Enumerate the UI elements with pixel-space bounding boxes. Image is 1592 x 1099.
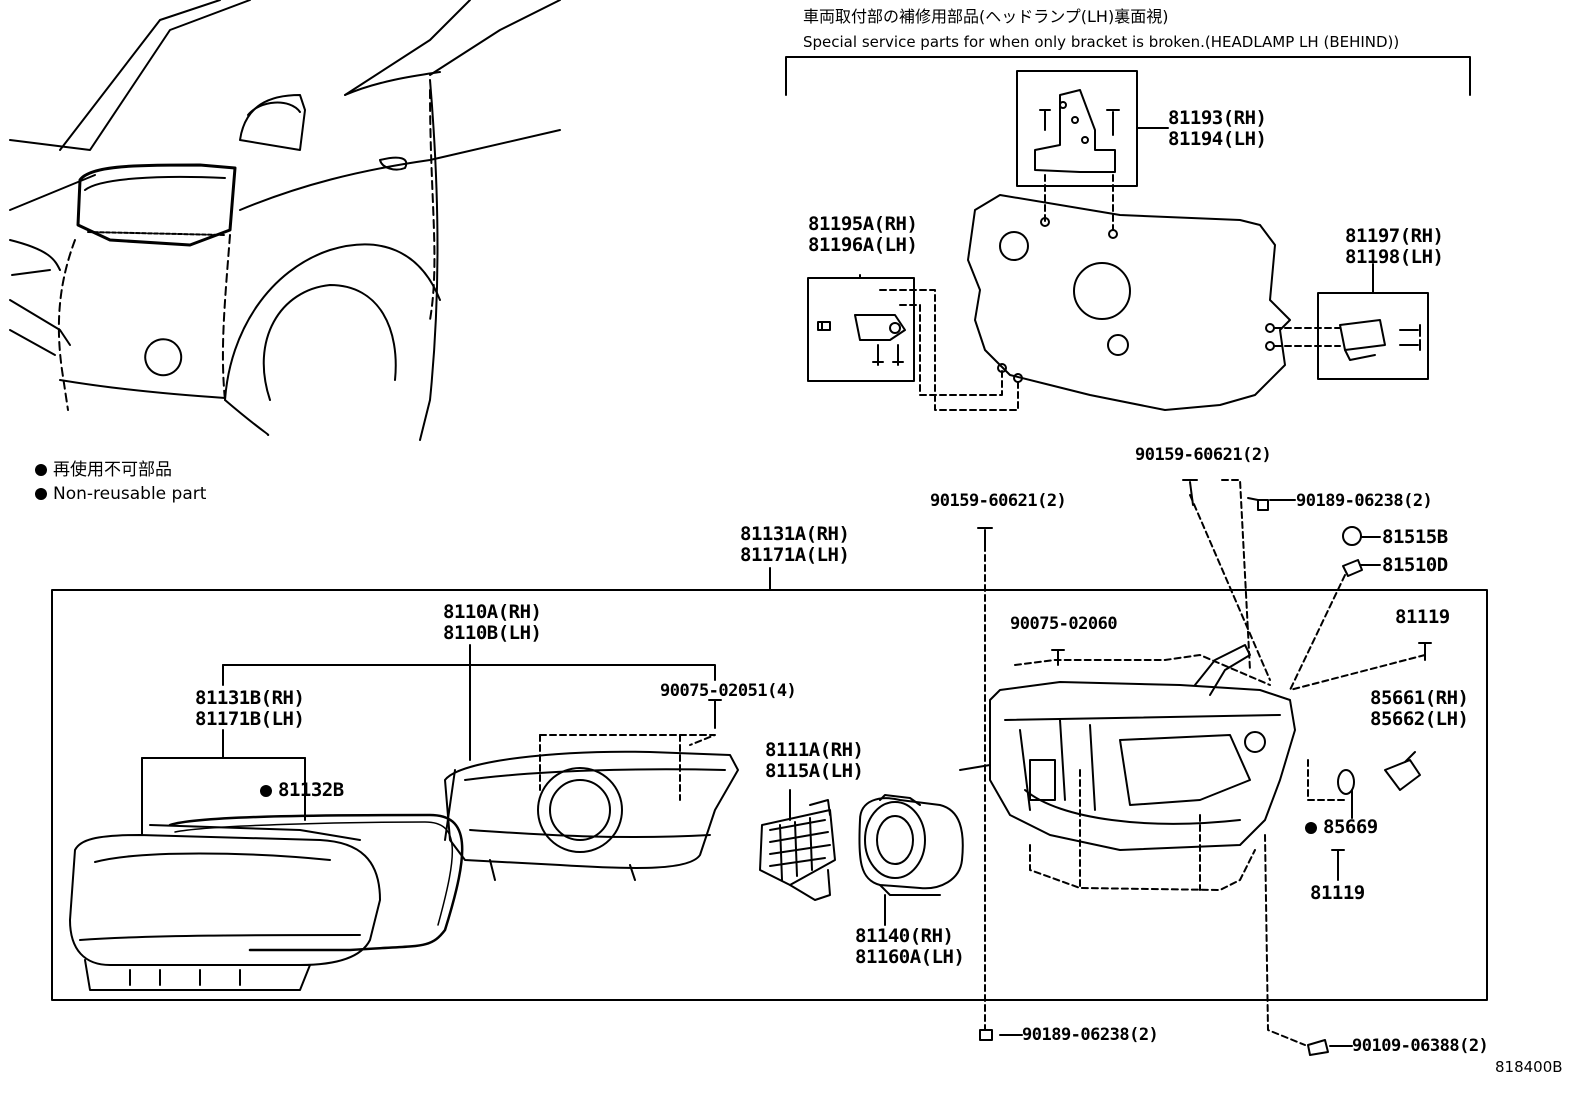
reflector-illustration: [759, 789, 836, 901]
part-label-81515b: 81515B: [1382, 526, 1448, 548]
part-label-81195a: 81195A(RH): [808, 213, 918, 235]
part-label-81140: 81140(RH): [855, 925, 954, 947]
part-label-81132b: 81132B: [260, 780, 344, 801]
part-label-90159-60621-mid: 90159-60621(2): [930, 491, 1067, 511]
part-label-81198: 81198(LH): [1345, 246, 1444, 268]
part-label-81197: 81197(RH): [1345, 225, 1444, 247]
bracket-scope-line: [785, 56, 1471, 96]
non-reusable-dot-icon: [35, 464, 47, 476]
part-label-81196a: 81196A(LH): [808, 234, 918, 256]
seal-gasket-illustration: [168, 813, 464, 952]
non-reusable-dot-icon: [1305, 822, 1317, 834]
part-label-81131b: 81131B(RH): [195, 687, 305, 709]
part-label-81132b-text: 81132B: [278, 779, 344, 801]
part-label-90189-06238-bottom: 90189-06238(2): [1022, 1025, 1159, 1045]
part-label-90109-06388: 90109-06388(2): [1352, 1036, 1489, 1056]
header-english: Special service parts for when only brac…: [803, 33, 1400, 51]
part-label-85661: 85661(RH): [1370, 687, 1469, 709]
part-label-8115a: 8115A(LH): [765, 760, 864, 782]
non-reusable-dot-icon: [260, 785, 272, 797]
part-label-90075-02060: 90075-02060: [1010, 614, 1118, 634]
vehicle-front-illustration: [9, 0, 561, 441]
part-label-85669: 85669: [1305, 817, 1378, 838]
headlamp-housing-illustration: [959, 644, 1296, 851]
part-label-81119-bottom: 81119: [1310, 882, 1365, 904]
diagram-code: 818400B: [1495, 1058, 1563, 1076]
part-label-81510d: 81510D: [1382, 554, 1448, 576]
bezel-illustration: [444, 750, 739, 881]
part-label-81160a: 81160A(LH): [855, 946, 965, 968]
legend-english: Non-reusable part: [35, 482, 206, 506]
legend-english-text: Non-reusable part: [53, 484, 207, 504]
part-label-90189-06238-top: 90189-06238(2): [1296, 491, 1433, 511]
part-label-90159-60621-top: 90159-60621(2): [1135, 445, 1272, 465]
part-label-90075-02051: 90075-02051(4): [660, 681, 797, 701]
headlamp-housing-behind: [967, 194, 1291, 411]
header-japanese: 車両取付部の補修用部品(ヘッドランプ(LH)裏面視): [803, 7, 1169, 26]
projector-illustration: [858, 794, 964, 926]
part-label-8111a: 8111A(RH): [765, 739, 864, 761]
part-label-85669-text: 85669: [1323, 816, 1378, 838]
part-label-81131a: 81131A(RH): [740, 523, 850, 545]
non-reusable-dot-icon: [35, 488, 47, 500]
part-label-81194: 81194(LH): [1168, 128, 1267, 150]
part-label-81171a: 81171A(LH): [740, 544, 850, 566]
part-label-81171b: 81171B(LH): [195, 708, 305, 730]
part-label-85662: 85662(LH): [1370, 708, 1469, 730]
legend-japanese: 再使用不可部品: [35, 458, 172, 482]
part-label-81193: 81193(RH): [1168, 107, 1267, 129]
part-label-8110b: 8110B(LH): [443, 622, 542, 644]
part-label-8110a: 8110A(RH): [443, 601, 542, 623]
headlamp-lens-illustration: [69, 824, 381, 991]
part-label-81119-top: 81119: [1395, 606, 1450, 628]
legend-japanese-text: 再使用不可部品: [53, 460, 172, 480]
